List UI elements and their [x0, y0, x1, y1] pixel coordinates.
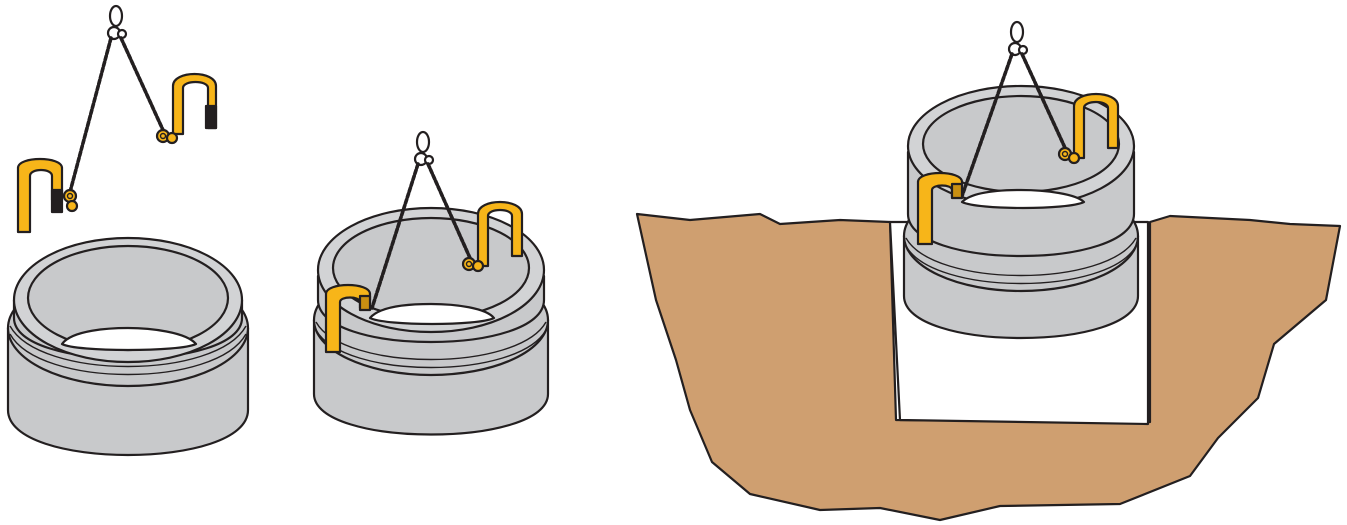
concrete-ring-right	[904, 86, 1138, 338]
step-2-lift-ring	[314, 132, 548, 435]
step-3-lower-into-pit	[637, 22, 1340, 520]
master-link-icon	[415, 132, 433, 165]
lifting-clamp-icon	[157, 74, 216, 143]
concrete-ring-left	[8, 238, 248, 455]
master-link-icon	[108, 6, 126, 39]
lifting-clamp-icon	[18, 159, 77, 232]
lifting-chain-icon	[70, 38, 163, 192]
step-1-attach-clamps	[8, 6, 248, 455]
master-link-icon	[1009, 22, 1027, 55]
